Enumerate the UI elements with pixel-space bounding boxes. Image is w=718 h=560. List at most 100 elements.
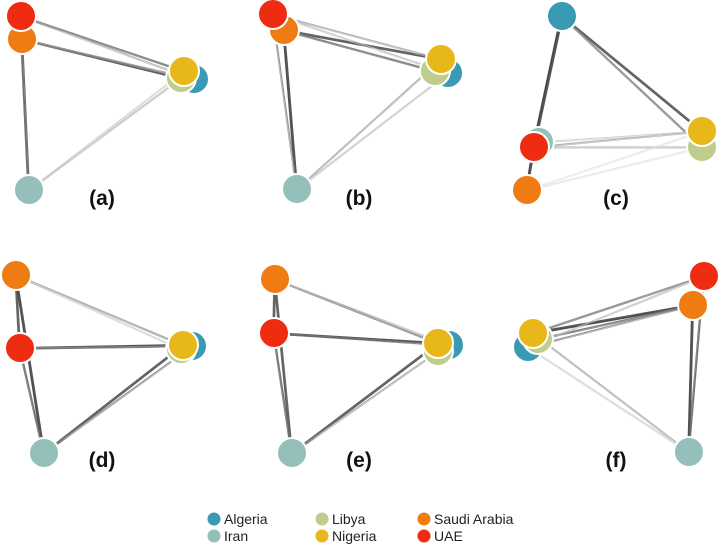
- edge-iran-nigeria: [28, 70, 185, 191]
- nodes: [257, 0, 464, 205]
- edges: [19, 15, 195, 192]
- node-iran: [281, 173, 313, 205]
- legend-label: Saudi Arabia: [434, 511, 514, 527]
- edge-saudi-arabia-libya: [526, 147, 703, 192]
- panel-label: (a): [89, 187, 115, 210]
- legend-item-nigeria: Nigeria: [314, 528, 377, 544]
- edges: [272, 278, 450, 455]
- edge-algeria-nigeria: [561, 15, 703, 132]
- legend-label: UAE: [434, 528, 463, 544]
- node-uae: [258, 317, 290, 349]
- edge-uae-algeria: [19, 345, 193, 349]
- edge-saudi-arabia-libya: [283, 29, 436, 72]
- edge-saudi-arabia-iran: [14, 273, 46, 455]
- legend-item-saudi-arabia: Saudi Arabia: [416, 511, 514, 527]
- edge-algeria-libya: [561, 15, 703, 148]
- edge-nigeria-iran: [531, 333, 689, 454]
- network-panel-c: (c): [511, 0, 718, 210]
- edge-iran-nigeria: [29, 71, 186, 192]
- edge-uae-algeria: [272, 14, 448, 75]
- edges: [527, 275, 705, 454]
- nodes: [512, 260, 718, 468]
- edge-saudi-arabia-nigeria: [274, 279, 438, 345]
- edge-algeria-saudi-arabia: [527, 304, 694, 348]
- edge-saudi-arabia-nigeria: [526, 130, 703, 191]
- legend-swatch: [416, 528, 432, 544]
- edge-algeria-uae: [528, 276, 705, 349]
- edge-uae-algeria: [272, 13, 449, 74]
- edge-saudi-arabia-nigeria: [527, 131, 703, 192]
- edge-iran-nigeria: [538, 131, 703, 144]
- node-uae: [518, 131, 550, 163]
- edge-nigeria-iran: [532, 332, 690, 453]
- edge-uae-iran: [18, 347, 44, 454]
- edge-algeria-saudi-arabia: [527, 305, 694, 349]
- node-iran: [673, 436, 705, 468]
- legend-item-uae: UAE: [416, 528, 463, 544]
- edge-saudi-arabia-libya: [21, 39, 182, 80]
- edge-algeria-iran: [527, 346, 690, 453]
- node-saudi-arabia: [511, 174, 543, 206]
- edge-saudi-arabia-algeria: [21, 39, 195, 81]
- edge-saudi-arabia-nigeria: [15, 274, 184, 346]
- edge-iran-libya: [292, 351, 439, 455]
- edge-saudi-arabia-libya: [15, 275, 181, 351]
- edge-saudi-arabia-iran: [687, 304, 693, 453]
- node-nigeria: [168, 55, 200, 87]
- node-nigeria: [167, 329, 199, 361]
- edges: [271, 13, 450, 191]
- panel-label: (d): [89, 449, 116, 472]
- edge-iran-nigeria: [538, 130, 703, 143]
- legend-swatch: [314, 511, 330, 527]
- edge-saudi-arabia-algeria: [21, 38, 195, 80]
- edge-uae-nigeria: [272, 14, 441, 61]
- edge-iran-nigeria: [291, 342, 439, 454]
- edge-libya-saudi-arabia: [537, 304, 694, 340]
- edge-iran-nigeria: [297, 59, 443, 191]
- edge-iran-libya: [29, 78, 183, 192]
- network-panel-e: (e): [258, 263, 465, 472]
- node-iran: [276, 437, 308, 469]
- node-uae: [257, 0, 289, 30]
- legend-label: Nigeria: [332, 528, 377, 544]
- node-nigeria: [422, 327, 454, 359]
- edge-algeria-iran: [527, 347, 689, 454]
- edge-uae-nigeria: [272, 13, 442, 60]
- edge-saudi-arabia-nigeria: [15, 275, 183, 347]
- node-iran: [13, 174, 45, 206]
- edge-uae-nigeria: [20, 15, 185, 72]
- legend-swatch: [206, 528, 222, 544]
- edge-iran-algeria: [297, 73, 450, 191]
- edge-algeria-uae: [532, 14, 562, 148]
- edge-algeria-uae: [532, 14, 564, 149]
- nodes: [0, 259, 208, 469]
- network-panel-a: (a): [5, 0, 210, 210]
- edges: [14, 273, 194, 455]
- edge-saudi-arabia-libya: [526, 146, 703, 191]
- edge-algeria-uae: [527, 275, 705, 348]
- nodes: [5, 0, 210, 206]
- edge-saudi-arabia-libya: [283, 30, 436, 73]
- legend-swatch: [416, 511, 432, 527]
- edge-saudi-arabia-algeria: [274, 279, 449, 347]
- edge-iran-algeria: [44, 346, 194, 455]
- edge-nigeria-uae: [533, 276, 705, 335]
- legend-label: Algeria: [224, 511, 268, 527]
- edge-uae-algeria: [19, 346, 193, 350]
- edge-uae-nigeria: [20, 16, 184, 73]
- edge-uae-iran: [272, 332, 292, 454]
- edge-iran-nigeria: [296, 58, 442, 190]
- legend-item-algeria: Algeria: [206, 511, 268, 527]
- edge-iran-nigeria: [43, 344, 184, 454]
- node-algeria: [546, 0, 578, 32]
- edge-algeria-libya: [560, 16, 702, 149]
- edge-saudi-arabia-iran: [14, 274, 44, 454]
- legend-swatch: [314, 528, 330, 544]
- edge-iran-libya: [291, 350, 439, 454]
- node-saudi-arabia: [0, 259, 32, 291]
- edge-uae-nigeria: [533, 131, 703, 149]
- edge-iran-algeria: [43, 345, 193, 454]
- edge-saudi-arabia-algeria: [274, 278, 450, 346]
